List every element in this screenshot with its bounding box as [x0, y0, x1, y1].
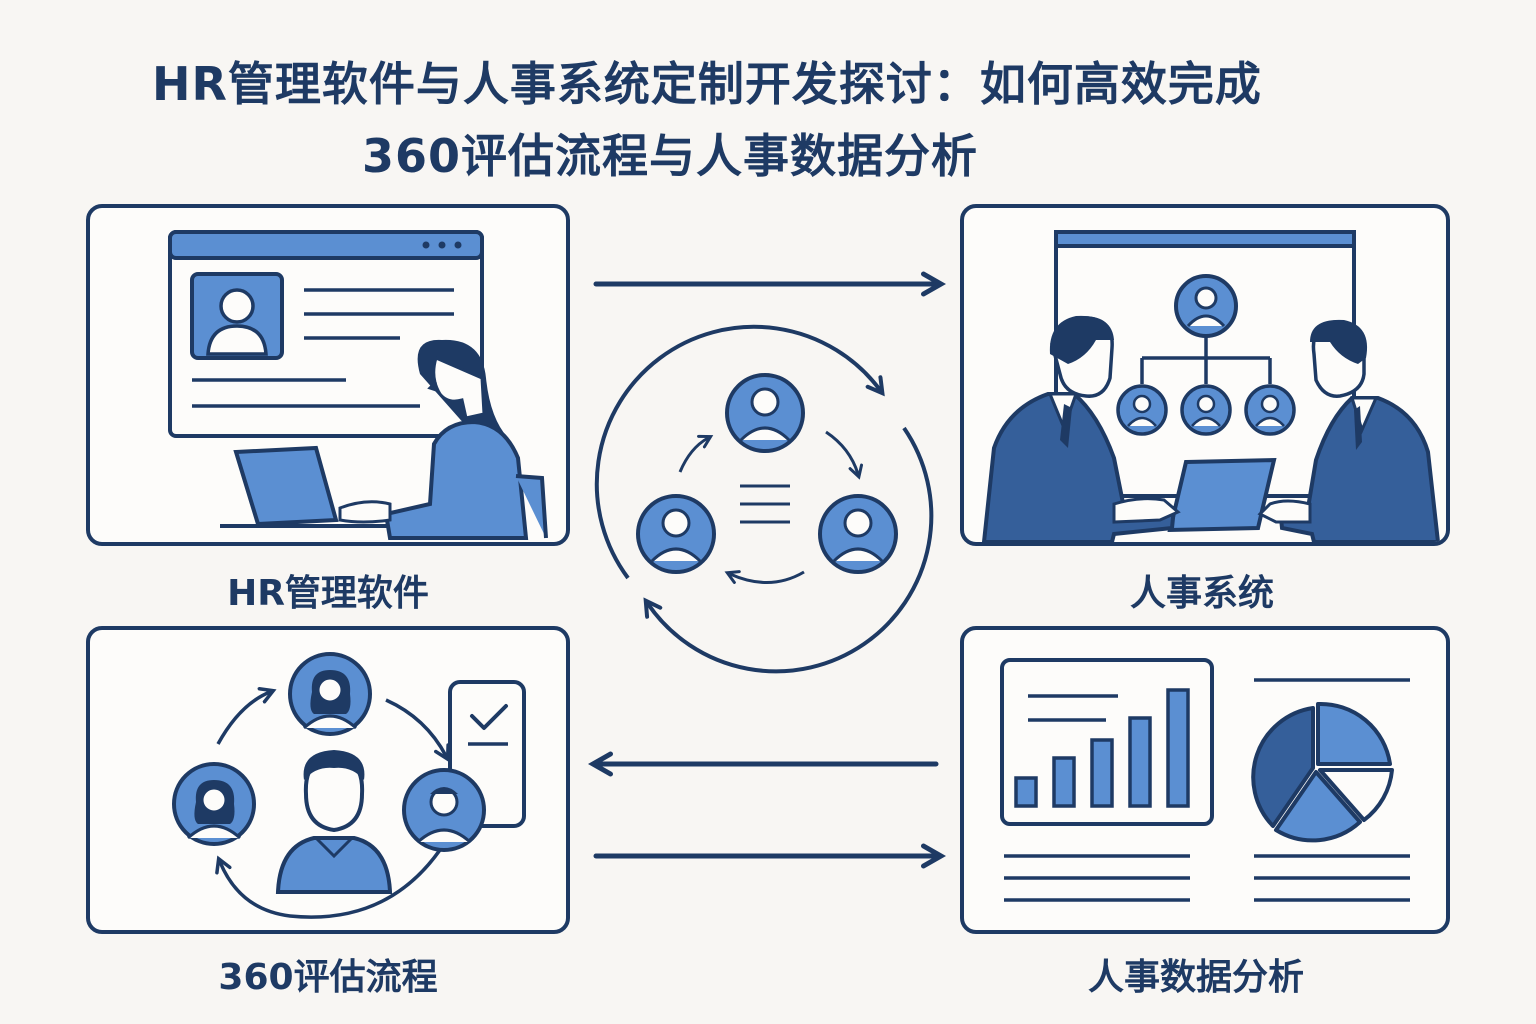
- avatar-left: [172, 762, 256, 846]
- center-avatar-right: [818, 494, 898, 574]
- hr-system-illustration: [981, 230, 1441, 542]
- central-cycle-icon: [594, 324, 934, 674]
- avatar-top: [288, 652, 372, 736]
- avatar-center: [275, 750, 393, 894]
- label-data-analysis: 人事数据分析: [1087, 957, 1304, 998]
- panel-360-evaluation: [86, 626, 570, 934]
- title-line-2: 360评估流程与人事数据分析: [362, 129, 979, 183]
- bar-chart-icon: [1014, 688, 1190, 808]
- hr-software-illustration: [168, 230, 548, 540]
- title-line-1: HR管理软件与人事系统定制开发探讨：如何高效完成: [152, 57, 1262, 111]
- panel-hr-system: [960, 204, 1450, 546]
- panel-data-analysis: [960, 626, 1450, 934]
- data-analysis-illustration: [1000, 658, 1410, 902]
- avatar-right: [402, 768, 486, 852]
- label-hr-system: 人事系统: [1129, 573, 1274, 614]
- center-avatar-left: [636, 494, 716, 574]
- panel-hr-software: [86, 204, 570, 546]
- pie-chart-icon: [1251, 701, 1394, 843]
- label-hr-software: HR管理软件: [227, 573, 429, 614]
- center-avatar-top: [725, 373, 805, 453]
- evaluation-360-illustration: [172, 652, 526, 919]
- label-360-evaluation: 360评估流程: [218, 957, 438, 998]
